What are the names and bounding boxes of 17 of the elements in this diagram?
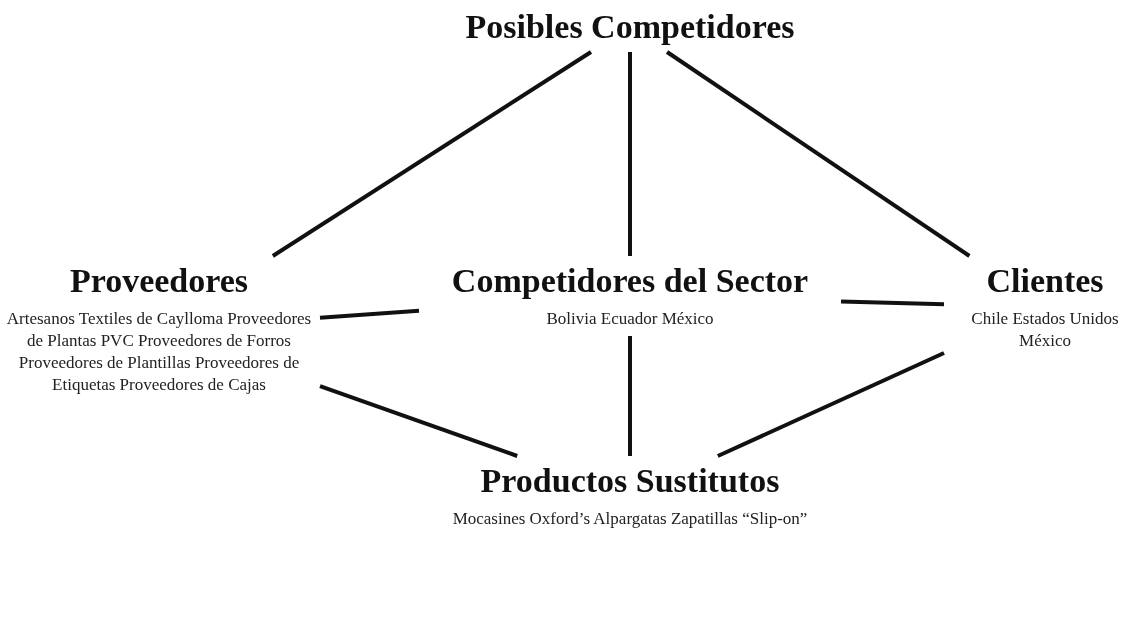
connector-line <box>319 308 420 320</box>
node-list: Artesanos Textiles de Caylloma Proveedores de Plantas PVC Proveedores de Forros Proveedores de Plantillas Proveedores de Etiquetas Proveedores de Cajas <box>4 308 314 396</box>
node-heading: Proveedores <box>69 262 249 300</box>
connector-line <box>628 52 632 256</box>
node-heading: Competidores del Sector <box>451 262 809 300</box>
connector-line <box>840 299 945 307</box>
node-list: Chile Estados Unidos México <box>950 308 1140 352</box>
connector-line <box>628 336 632 456</box>
node-heading: Posibles Competidores <box>465 8 795 46</box>
connector-line <box>665 50 971 258</box>
node-heading: Clientes <box>986 262 1104 300</box>
connector-line <box>271 50 593 258</box>
node-list: Bolivia Ecuador México <box>546 308 714 330</box>
node-list: Mocasines Oxford’s Alpargatas Zapatillas “Slip-on” <box>452 508 808 530</box>
node-heading: Productos Sustitutos <box>480 462 780 500</box>
connector-line <box>319 384 518 458</box>
connector-line <box>717 351 945 458</box>
